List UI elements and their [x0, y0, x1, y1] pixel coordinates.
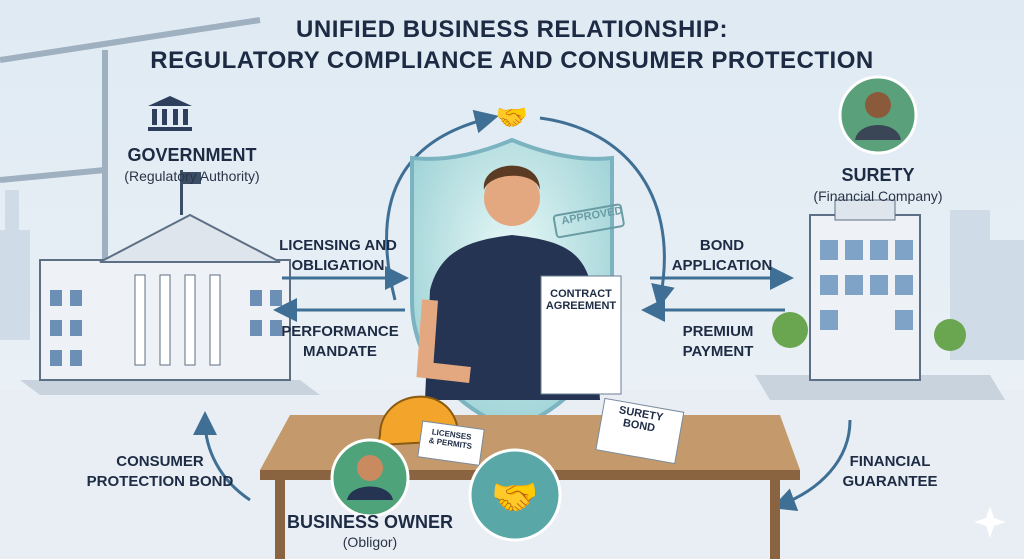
owner-label: BUSINESS OWNER [286, 512, 454, 532]
approved-stamp [552, 203, 625, 239]
surety-label: SURETY [841, 165, 915, 185]
surety-role: (Financial Company) [813, 188, 943, 204]
owner-role: (Obligor) [342, 534, 398, 550]
contract-document [540, 275, 622, 395]
government-building [20, 170, 320, 395]
handshake-icon: 🤝 [491, 477, 538, 519]
government-role: (Regulatory Authority) [124, 168, 260, 184]
sparkle-icon [974, 506, 1006, 538]
bank-icon [148, 96, 192, 131]
surety-bond-document [595, 397, 685, 465]
handshake-medallion [468, 448, 562, 542]
government-label: GOVERNMENT [127, 145, 257, 165]
surety-building [755, 199, 1005, 400]
page-title: UNIFIED BUSINESS RELATIONSHIP:REGULATORY… [150, 16, 874, 74]
handshake-top-icon: 🤝 [496, 102, 528, 132]
licenses-document [417, 420, 485, 466]
